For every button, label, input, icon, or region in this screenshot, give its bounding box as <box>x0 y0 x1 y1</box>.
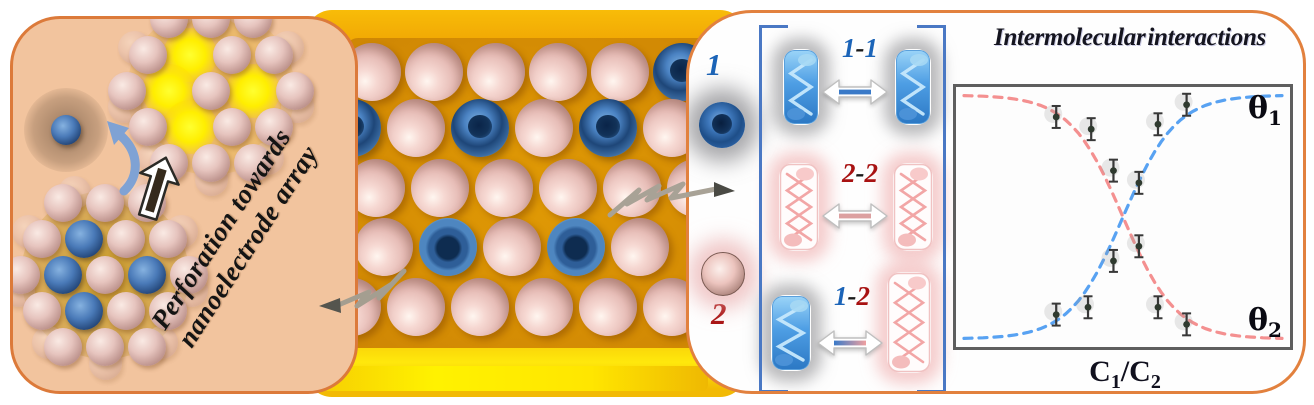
pink-nanosphere <box>150 19 188 38</box>
blue-nanosphere <box>44 256 82 294</box>
pink-helix-cylinder <box>893 163 933 251</box>
pink-helix-cylinder <box>887 272 931 373</box>
pink-nanosphere <box>192 19 230 38</box>
blue-nanosphere <box>65 292 103 330</box>
pink-nanosphere <box>107 220 145 258</box>
pink-nanosphere <box>451 278 509 336</box>
pink-nanosphere <box>23 220 61 258</box>
substrate-front-edge <box>318 366 708 391</box>
double-arrow-icon <box>817 328 883 363</box>
pink-nanosphere <box>129 36 167 74</box>
double-arrow-icon <box>822 201 888 236</box>
blue-helix-cylinder <box>895 49 931 125</box>
pink-nanosphere <box>128 328 166 366</box>
pink-nanosphere <box>611 218 669 276</box>
pink-nanosphere <box>405 43 463 101</box>
chart-title: Intermolecular interactions <box>994 24 1266 51</box>
chart-x-axis-label: C1/C2 <box>1089 355 1161 393</box>
pink-nanosphere <box>192 144 230 182</box>
pink-nanosphere <box>467 43 525 101</box>
pink-nanosphere <box>234 144 272 182</box>
bracket-right <box>917 25 946 391</box>
pink-nanosphere <box>483 218 541 276</box>
pink-nanosphere <box>475 159 533 217</box>
pink-nanosphere <box>213 36 251 74</box>
pink-nanosphere <box>192 72 230 110</box>
pink-nanosphere <box>539 159 597 217</box>
species-1-label: 1 <box>706 47 722 82</box>
interaction-chart: θ1 θ2 <box>953 84 1293 350</box>
pink-nanosphere <box>355 218 413 276</box>
pink-nanosphere <box>86 328 124 366</box>
theta2-curve-label: θ2 <box>1248 303 1282 342</box>
pink-nanosphere <box>107 292 145 330</box>
blue-nanosphere <box>451 99 509 157</box>
blue-nanosphere <box>128 256 166 294</box>
pink-nanosphere <box>411 159 469 217</box>
blue-nanocup <box>547 218 605 276</box>
pink-nanosphere <box>149 292 187 330</box>
pink-nanosphere <box>591 43 649 101</box>
white-block-arrow-icon <box>137 156 180 221</box>
left-panel: Perforation towards nanoelectrode array <box>10 16 358 394</box>
bracket-left <box>759 25 788 391</box>
blue-curved-arrow-icon <box>107 121 140 196</box>
pink-helix-cylinder <box>779 163 819 251</box>
double-arrow-icon <box>822 77 888 112</box>
pair-label-1-1: 1-1 <box>842 33 878 63</box>
blue-nanocup <box>419 218 477 276</box>
theta1-curve-label: θ1 <box>1248 91 1282 130</box>
pink-nanosphere <box>579 278 637 336</box>
species-2-nanoparticle <box>701 252 745 296</box>
pink-nanosphere <box>603 159 661 217</box>
species-2-label: 2 <box>711 296 727 331</box>
blue-helix-cylinder <box>771 295 811 371</box>
pink-nanosphere <box>255 108 293 146</box>
pink-nanosphere <box>387 99 445 157</box>
pink-nanosphere <box>44 184 82 222</box>
pink-nanosphere <box>387 278 445 336</box>
blue-helix-cylinder <box>783 49 819 125</box>
single-blue-nanoparticle <box>51 115 81 145</box>
blue-nanosphere <box>579 99 637 157</box>
pink-nanosphere <box>44 328 82 366</box>
pink-nanosphere <box>255 36 293 74</box>
pink-nanosphere <box>86 184 124 222</box>
pink-nanosphere <box>86 256 124 294</box>
pair-label-2-2: 2-2 <box>842 158 878 188</box>
pink-nanosphere <box>515 278 573 336</box>
pink-nanosphere <box>276 72 314 110</box>
pink-nanosphere <box>515 99 573 157</box>
pink-nanosphere <box>170 256 208 294</box>
pink-nanosphere <box>23 292 61 330</box>
pink-nanosphere <box>149 220 187 258</box>
blue-nanosphere <box>65 220 103 258</box>
pink-nanosphere <box>213 108 251 146</box>
pair-label-1-2: 1-2 <box>834 281 870 311</box>
pink-nanosphere <box>129 108 167 146</box>
pink-nanosphere <box>529 43 587 101</box>
pink-nanosphere <box>234 19 272 38</box>
pink-nanosphere <box>108 72 146 110</box>
species-1-nanoparticle <box>699 102 745 148</box>
